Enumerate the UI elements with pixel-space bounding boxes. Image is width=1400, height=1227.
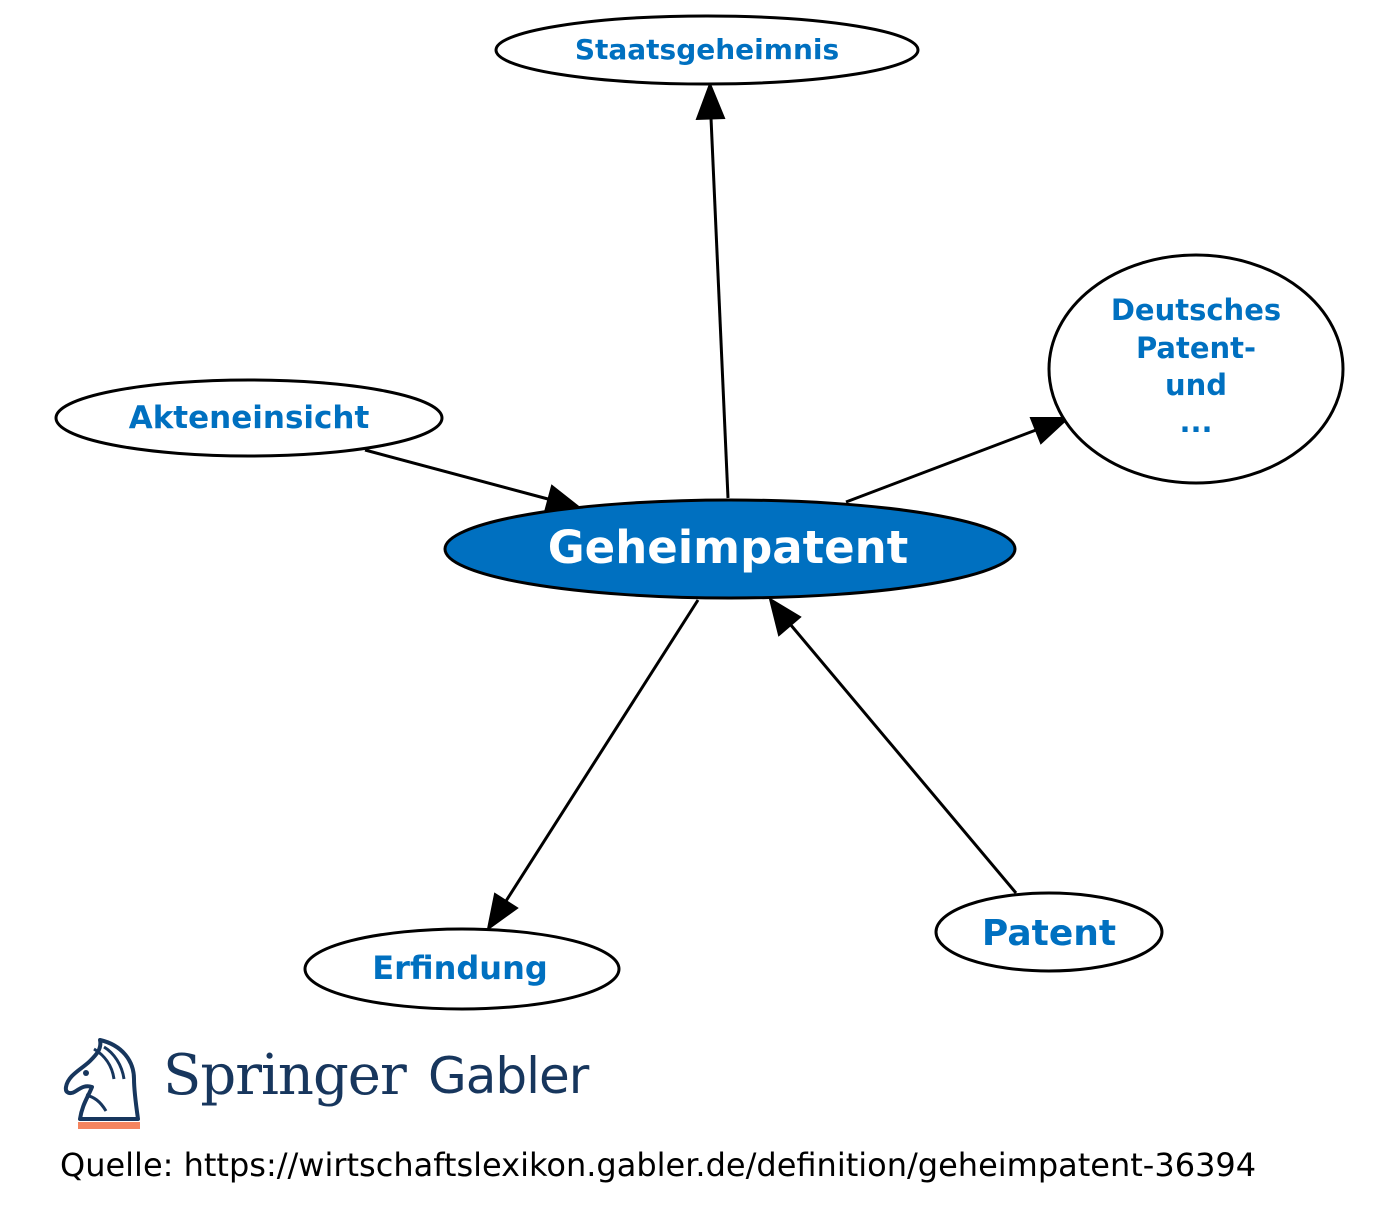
logo-gabler-text: Gabler [428, 1047, 589, 1105]
edge-akteneinsicht-geheimpatent [364, 448, 583, 514]
node-deutsches-patent[interactable]: Deutsches Patent- und ... [1047, 253, 1345, 485]
concept-map: Staatsgeheimnis Akteneinsicht Deutsches … [54, 14, 1345, 1011]
node-geheimpatent-center[interactable]: Geheimpatent [443, 498, 1017, 600]
node-label-deutsches-line1: Deutsches [1111, 293, 1281, 327]
edge-geheimpatent-erfindung [486, 599, 700, 932]
node-label-geheimpatent: Geheimpatent [548, 521, 908, 574]
node-patent[interactable]: Patent [934, 891, 1164, 973]
edge-patent-geheimpatent [768, 596, 1018, 894]
source-citation: Quelle: https://wirtschaftslexikon.gable… [60, 1146, 1257, 1184]
edge-geheimpatent-deutsches-patent [845, 417, 1071, 504]
springer-gabler-logo: Springer Gabler [60, 1035, 620, 1135]
node-label-akteneinsicht: Akteneinsicht [129, 400, 370, 436]
node-label-deutsches-line4: ... [1179, 405, 1212, 439]
node-label-erfindung: Erfindung [372, 949, 548, 987]
springer-horse-icon [63, 1038, 140, 1129]
node-staatsgeheimnis[interactable]: Staatsgeheimnis [494, 14, 920, 86]
node-label-staatsgeheimnis: Staatsgeheimnis [575, 33, 839, 66]
node-label-patent: Patent [982, 913, 1116, 954]
node-akteneinsicht[interactable]: Akteneinsicht [54, 378, 444, 458]
node-label-deutsches-line3: und [1165, 368, 1227, 402]
edge-geheimpatent-staatsgeheimnis [695, 81, 730, 499]
node-erfindung[interactable]: Erfindung [303, 927, 621, 1011]
logo-springer-text: Springer [163, 1043, 407, 1108]
node-label-deutsches-line2: Patent- [1136, 331, 1256, 365]
